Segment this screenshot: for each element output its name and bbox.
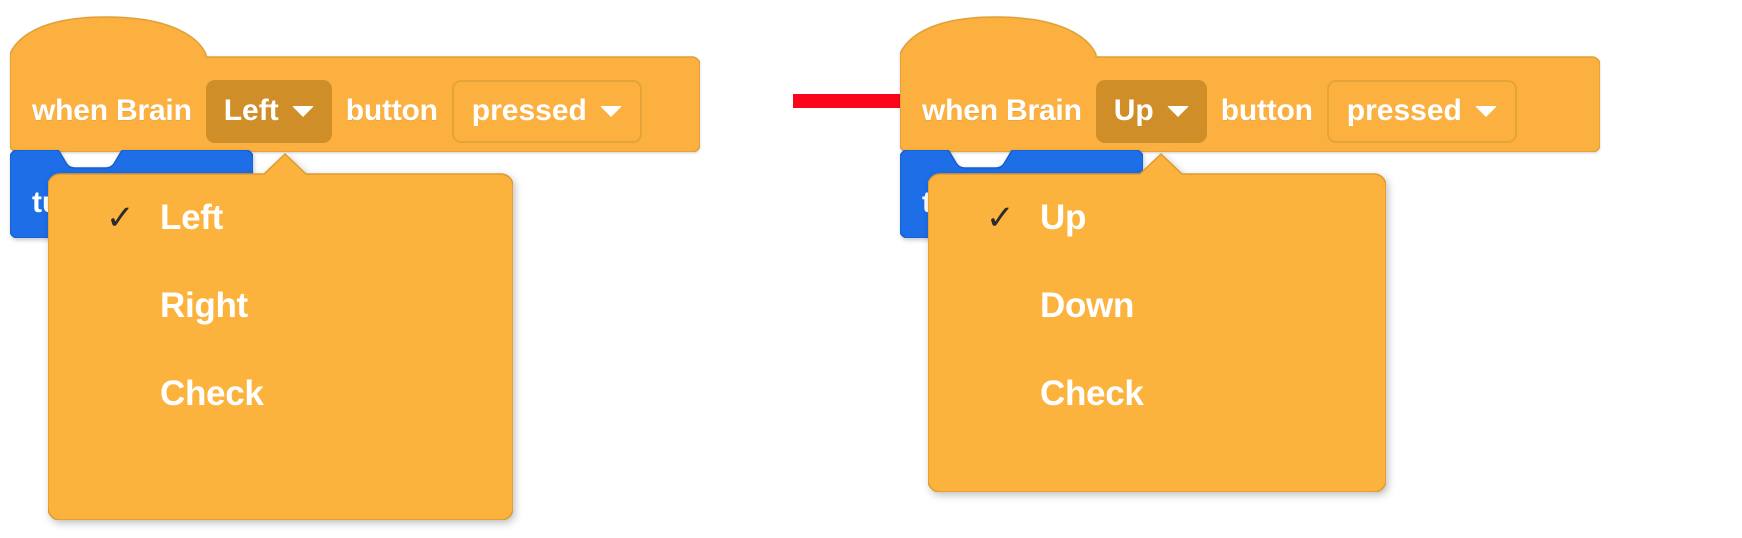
dropdown-item[interactable]: ✓ Down: [928, 262, 1386, 350]
dropdown-item-label: Check: [1040, 374, 1144, 413]
button-label: button: [1220, 94, 1313, 127]
when-brain-button-hat-block[interactable]: when Brain Up button pressed: [900, 15, 1600, 152]
dropdown-item[interactable]: ✓ Check: [48, 350, 513, 438]
hat-block-shape: [900, 16, 1600, 152]
button-selector-field[interactable]: Up: [1095, 79, 1207, 143]
state-selector-value: pressed: [471, 94, 587, 127]
chevron-down-icon: [291, 105, 314, 117]
check-icon: ✓: [106, 199, 135, 237]
dropdown-menu-shape: [928, 152, 1386, 492]
when-brain-button-hat-block[interactable]: when Brain Left button pressed: [10, 15, 700, 152]
button-selector-value: Left: [223, 94, 279, 127]
dropdown-item[interactable]: ✓ Right: [48, 262, 513, 350]
after-panel: when Brain Up button pressed t left: [890, 0, 1742, 538]
chevron-down-icon: [599, 105, 622, 117]
dropdown-item-list: ✓ Up ✓ Down ✓ Check: [928, 174, 1386, 492]
dropdown-menu-shape: [48, 152, 513, 520]
when-brain-label: when Brain: [32, 94, 192, 127]
hat-block-shape: [10, 16, 700, 152]
check-icon: ✓: [986, 199, 1015, 237]
dropdown-item-label: Down: [1040, 286, 1135, 325]
chevron-down-icon: [1474, 105, 1497, 117]
dropdown-item-label: Right: [160, 286, 248, 325]
when-brain-label: when Brain: [922, 94, 1082, 127]
button-selector-value: Up: [1113, 94, 1154, 127]
state-selector-field[interactable]: pressed: [451, 79, 642, 143]
state-selector-value: pressed: [1346, 94, 1462, 127]
dropdown-item[interactable]: ✓ Check: [928, 350, 1386, 438]
hat-block-content-row: when Brain Up button pressed: [900, 70, 1517, 152]
dropdown-item-label: Up: [1040, 198, 1087, 237]
hat-block-content-row: when Brain Left button pressed: [10, 70, 642, 152]
dropdown-item-list: ✓ Left ✓ Right ✓ Check: [48, 174, 513, 520]
button-dropdown-menu[interactable]: ✓ Left ✓ Right ✓ Check: [48, 152, 513, 520]
turn-label: t: [922, 186, 932, 219]
transition-arrow: [793, 72, 941, 130]
before-panel: when Brain Left button pressed tu left: [0, 0, 800, 538]
dropdown-item-label: Left: [160, 198, 223, 237]
button-selector-field[interactable]: Left: [205, 79, 332, 143]
button-dropdown-menu[interactable]: ✓ Up ✓ Down ✓ Check: [928, 152, 1386, 492]
dropdown-item[interactable]: ✓ Left: [48, 174, 513, 262]
dropdown-item-label: Check: [160, 374, 264, 413]
chevron-down-icon: [1166, 105, 1189, 117]
arrow-right-icon: [793, 74, 941, 128]
state-selector-field[interactable]: pressed: [1326, 79, 1517, 143]
button-label: button: [345, 94, 438, 127]
dropdown-item[interactable]: ✓ Up: [928, 174, 1386, 262]
